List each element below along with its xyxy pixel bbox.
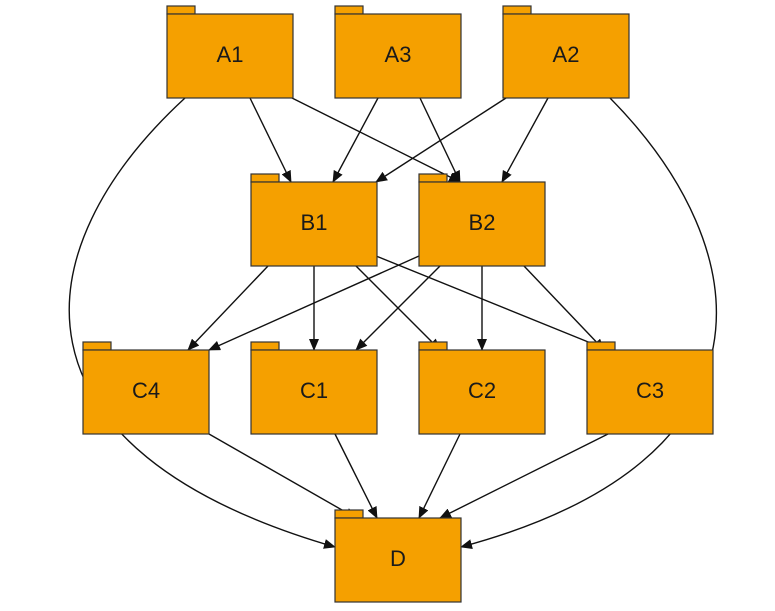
node-label: A3 xyxy=(385,42,412,67)
edge-b1-to-c4 xyxy=(187,265,269,351)
node-label: B2 xyxy=(469,210,496,235)
folder-body xyxy=(166,13,294,99)
node-label: C1 xyxy=(300,378,328,403)
edge-a2-to-b1 xyxy=(375,97,507,183)
node-label: B1 xyxy=(301,210,328,235)
node-label: A1 xyxy=(217,42,244,67)
edge-c1-to-d xyxy=(334,433,378,519)
edge-b2-to-c3 xyxy=(523,265,605,351)
node-c4[interactable]: C4 xyxy=(82,341,210,435)
node-b1[interactable]: B1 xyxy=(250,173,378,267)
folder-body xyxy=(250,349,378,435)
edge-a1-to-b2 xyxy=(291,97,461,183)
node-c3[interactable]: C3 xyxy=(586,341,714,435)
node-a3[interactable]: A3 xyxy=(334,5,462,99)
edge-a1-to-b1 xyxy=(249,97,292,183)
folder-tab-icon xyxy=(334,509,364,519)
node-label: C3 xyxy=(636,378,664,403)
folder-tab-icon xyxy=(586,341,616,351)
folder-tab-icon xyxy=(250,341,280,351)
node-b2[interactable]: B2 xyxy=(418,173,546,267)
node-label: D xyxy=(390,546,406,571)
folder-body xyxy=(418,181,546,267)
node-label: C2 xyxy=(468,378,496,403)
folder-tab-icon xyxy=(418,173,448,183)
folder-body xyxy=(250,181,378,267)
folder-tab-icon xyxy=(334,5,364,15)
folder-body xyxy=(334,13,462,99)
node-a2[interactable]: A2 xyxy=(502,5,630,99)
folder-tab-icon xyxy=(502,5,532,15)
folder-body xyxy=(586,349,714,435)
edge-c4-to-d xyxy=(208,433,357,519)
edges-layer xyxy=(68,97,718,549)
node-c2[interactable]: C2 xyxy=(418,341,546,435)
node-label: C4 xyxy=(132,378,160,403)
folder-body xyxy=(502,13,630,99)
edge-a1-to-d xyxy=(68,97,336,549)
node-c1[interactable]: C1 xyxy=(250,341,378,435)
edge-b2-to-c4 xyxy=(208,255,420,351)
edge-b1-to-c3 xyxy=(375,255,609,351)
node-d[interactable]: D xyxy=(334,509,462,603)
edge-c3-to-d xyxy=(439,433,609,519)
folder-tab-icon xyxy=(82,341,112,351)
folder-body xyxy=(418,349,546,435)
folder-tab-icon xyxy=(418,341,448,351)
edge-c2-to-d xyxy=(418,433,461,519)
edge-a2-to-b2 xyxy=(501,97,549,183)
node-label: A2 xyxy=(553,42,580,67)
edge-a2-to-d xyxy=(460,97,718,549)
folder-tab-icon xyxy=(250,173,280,183)
node-a1[interactable]: A1 xyxy=(166,5,294,99)
edge-a3-to-b1 xyxy=(332,97,379,183)
folder-body xyxy=(82,349,210,435)
edge-b2-to-c1 xyxy=(355,265,441,351)
folder-tab-icon xyxy=(166,5,196,15)
folder-body xyxy=(334,517,462,603)
